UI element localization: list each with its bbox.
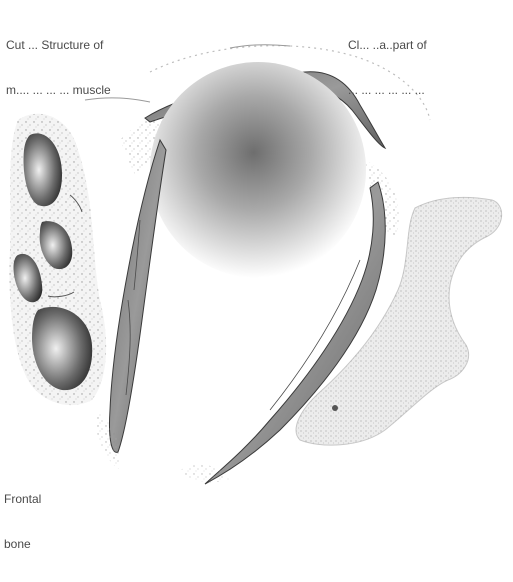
- anatomical-diagram: Cut ... Structure of m.... ... ... ... m…: [0, 0, 513, 501]
- label-top-right-line1: Cl... ..a..part of: [348, 38, 427, 53]
- label-top-right: Cl... ..a..part of ... ... ... ... ... .…: [348, 8, 427, 128]
- label-top-left: Cut ... Structure of m.... ... ... ... m…: [6, 8, 111, 128]
- label-bottom-left-line2: bone: [4, 537, 41, 552]
- label-top-left-line1: Cut ... Structure of: [6, 38, 111, 53]
- label-bottom-left-line1: Frontal: [4, 492, 41, 507]
- label-top-right-line2: ... ... ... ... ... ...: [348, 83, 427, 98]
- label-top-left-line2: m.... ... ... ... muscle: [6, 83, 111, 98]
- eye-globe: [150, 62, 366, 278]
- ethmoid-region: [10, 114, 107, 405]
- medial-muscle: [109, 140, 166, 452]
- label-bottom-left: Frontal bone: [4, 462, 41, 582]
